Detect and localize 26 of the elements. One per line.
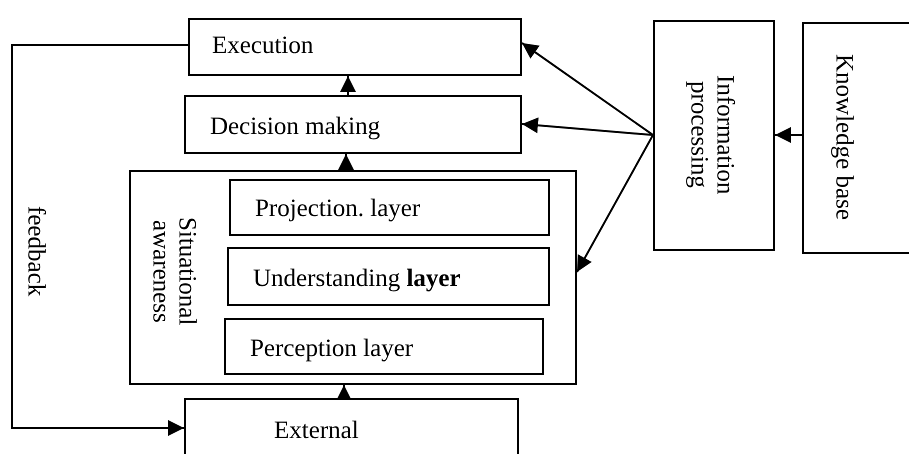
arrow <box>521 42 654 136</box>
box-label: Projection. layer <box>255 196 420 222</box>
process-box <box>802 22 909 254</box>
vertical-label: Situational awareness <box>147 216 200 328</box>
layer-box <box>224 318 544 375</box>
box-label: Understanding layer <box>253 266 461 292</box>
layer-box <box>229 179 550 236</box>
arrow <box>338 154 354 170</box>
arrow <box>336 385 352 401</box>
process-box <box>184 398 519 454</box>
process-box <box>188 18 522 76</box>
process-box <box>184 95 522 154</box>
box-label: Perception layer <box>250 336 414 362</box>
arrow <box>11 44 188 436</box>
box-label: Decision making <box>210 114 380 140</box>
vertical-label: Information processing <box>685 74 738 196</box>
arrow <box>576 134 654 272</box>
arrow <box>340 76 356 95</box>
vertical-label: Knowledge base <box>830 52 856 222</box>
box-label: Execution <box>212 33 314 60</box>
process-box <box>653 20 775 251</box>
arrow <box>522 117 654 136</box>
group-box <box>129 170 577 385</box>
arrow <box>775 127 802 143</box>
box-label: External <box>274 418 359 444</box>
layer-box <box>227 247 550 306</box>
